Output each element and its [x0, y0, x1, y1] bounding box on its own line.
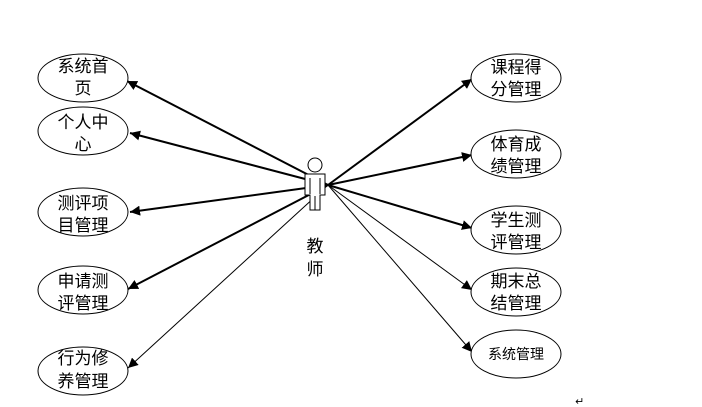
- use-case-course: 课程得 分管理: [470, 53, 562, 103]
- teacher-actor-icon: [304, 157, 326, 211]
- use-case-label: 体育成: [491, 135, 542, 155]
- use-case-apply: 申请测 评管理: [37, 265, 129, 315]
- use-case-label: 申请测: [58, 272, 109, 292]
- association-system: [327, 184, 473, 353]
- use-case-home: 系统首 页: [37, 53, 129, 103]
- use-case-label: 评管理: [491, 233, 542, 253]
- association-student: [327, 184, 473, 230]
- actor-label-line-2: 师: [307, 260, 324, 280]
- use-case-label: 测评项: [58, 194, 109, 214]
- use-case-eval: 测评项 目管理: [37, 187, 129, 237]
- use-case-label: 页: [75, 79, 92, 99]
- use-case-pe: 体育成 绩管理: [470, 129, 562, 179]
- association-conduct: [127, 184, 329, 369]
- use-case-label: 评管理: [58, 294, 109, 314]
- use-case-personal: 个人中 心: [37, 106, 129, 156]
- use-case-label: 行为修: [58, 349, 109, 369]
- actor-label-line-1: 教: [307, 237, 324, 257]
- use-case-label: 课程得: [491, 58, 542, 78]
- return-mark: ↵: [575, 395, 584, 407]
- use-case-system: 系统管理: [470, 329, 562, 379]
- use-case-label: 系统首: [58, 57, 109, 77]
- association-pe: [327, 152, 473, 186]
- use-case-label: 期末总: [491, 272, 542, 292]
- use-case-label: 绩管理: [491, 157, 542, 177]
- use-case-label: 结管理: [491, 294, 542, 314]
- use-case-label: 个人中: [58, 113, 109, 133]
- association-home: [126, 80, 329, 186]
- use-case-label: 系统管理: [488, 347, 544, 363]
- use-case-student: 学生测 评管理: [470, 205, 562, 255]
- use-case-label: 学生测: [491, 211, 542, 231]
- association-apply: [127, 184, 329, 290]
- use-case-label: 养管理: [58, 372, 109, 392]
- use-case-conduct: 行为修 养管理: [37, 346, 129, 396]
- association-course: [327, 78, 473, 186]
- use-case-label: 分管理: [491, 80, 542, 100]
- use-case-final: 期末总 结管理: [470, 267, 562, 317]
- association-personal: [129, 130, 329, 186]
- association-final: [327, 184, 473, 291]
- use-case-label: 目管理: [58, 216, 109, 236]
- use-case-label: 心: [75, 135, 92, 155]
- association-lines: [126, 78, 473, 369]
- association-eval: [129, 184, 329, 216]
